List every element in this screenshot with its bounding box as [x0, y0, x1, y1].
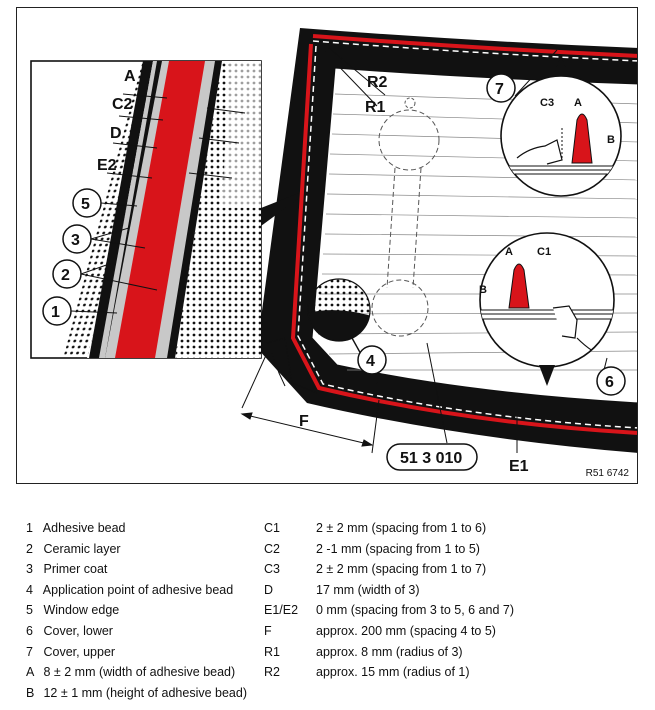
callout-3-text: 3: [71, 232, 80, 249]
label-F: F: [299, 413, 309, 430]
label-A-top: A: [574, 97, 582, 109]
mirror-mount: [371, 109, 440, 337]
callout-1-text: 1: [51, 304, 60, 321]
figure-code: R51 6742: [585, 468, 629, 479]
lower-cover-detail: [479, 232, 615, 386]
label-D: D: [110, 125, 122, 142]
callout-5-text: 5: [81, 196, 90, 213]
callout-2-text: 2: [61, 267, 70, 284]
diagram-canvas: A C2 D E2 5 3 2 1 R2 R1 7 4 6 F 51 3 010…: [30, 28, 637, 475]
label-R1: R1: [365, 99, 386, 116]
label-B-mid: B: [479, 284, 487, 296]
legend-item: 1 Adhesive bead: [26, 521, 126, 535]
part-number: 51 3 010: [400, 450, 462, 467]
legend-item: 4 Application point of adhesive bead: [26, 582, 234, 597]
dimension-lines: [240, 47, 608, 454]
callout-6: [596, 366, 626, 396]
callout-4-text: 4: [366, 353, 375, 370]
legend-item: B 12 ± 1 mm (height of adhesive bead): [26, 685, 247, 700]
legend-item: A 8 ± 2 mm (width of adhesive bead): [26, 665, 236, 680]
upper-cover-detail: [500, 56, 622, 197]
label-C2: C2: [112, 96, 133, 113]
label-B-top: B: [607, 134, 615, 146]
legend-item: 5 Window edge: [26, 603, 120, 618]
label-C3: C3: [540, 97, 554, 109]
legend-item: 6 Cover, lower: [26, 623, 113, 638]
callout-circles: [42, 73, 626, 471]
callout-7: [486, 73, 516, 103]
callout-6-text: 6: [605, 374, 614, 391]
label-E2: E2: [97, 157, 117, 174]
callout-7-text: 7: [495, 81, 504, 98]
label-A-mid: A: [505, 246, 513, 258]
legend-item: 2 Ceramic layer: [26, 541, 121, 556]
legend-item: 3 Primer coat: [26, 562, 108, 577]
label-E1: E1: [509, 458, 529, 475]
part-number-badge: [386, 443, 478, 471]
legend-left-column: 1 Adhesive bead 2 Ceramic layer 3 Primer…: [26, 518, 261, 703]
label-R2: R2: [367, 74, 388, 91]
primer-outline: [297, 40, 637, 429]
adhesive-bead-outline: [290, 34, 637, 435]
label-A: A: [124, 68, 136, 85]
callout-4: [357, 345, 387, 375]
windshield-diagram: A C2 D E2 5 3 2 1 R2 R1 7 4 6 F 51 3 010…: [16, 7, 638, 484]
bead-start-detail: [308, 279, 370, 341]
legend-item: 7 Cover, upper: [26, 644, 116, 659]
label-C1: C1: [537, 246, 551, 258]
